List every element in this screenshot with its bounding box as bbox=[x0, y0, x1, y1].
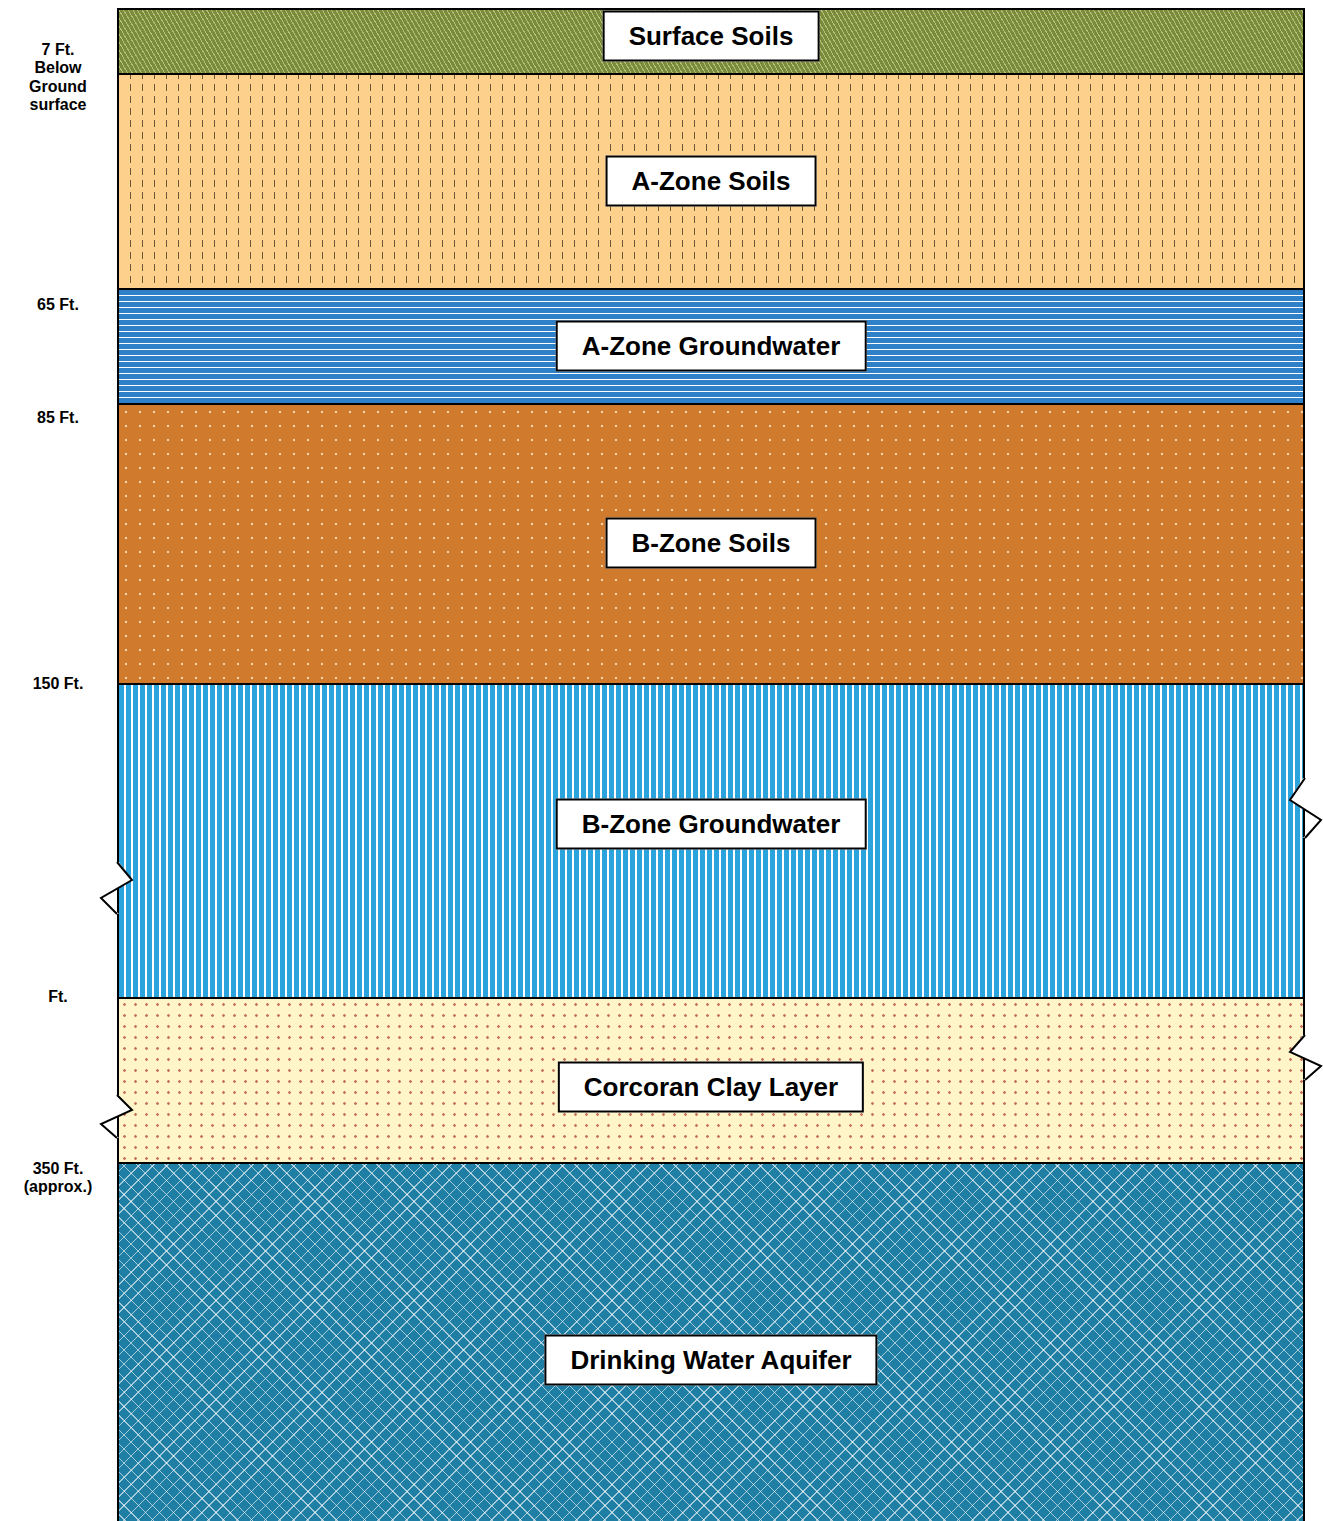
layer-label: Surface Soils bbox=[603, 11, 820, 62]
depth-label: 65 Ft. bbox=[0, 296, 116, 314]
a-zone-soils-band: A-Zone Soils bbox=[117, 73, 1305, 290]
surface-soils-band: Surface Soils bbox=[117, 8, 1305, 75]
a-zone-groundwater-band: A-Zone Groundwater bbox=[117, 288, 1305, 405]
layer-label: Corcoran Clay Layer bbox=[558, 1062, 864, 1113]
layer-label: A-Zone Soils bbox=[606, 156, 817, 207]
corcoran-clay-band: Corcoran Clay Layer bbox=[117, 997, 1305, 1164]
layer-label: A-Zone Groundwater bbox=[556, 321, 867, 372]
layer-label: Drinking Water Aquifer bbox=[544, 1335, 877, 1386]
layer-label: B-Zone Soils bbox=[606, 518, 817, 569]
b-zone-soils-band: B-Zone Soils bbox=[117, 403, 1305, 685]
b-zone-groundwater-band: B-Zone Groundwater bbox=[117, 683, 1305, 999]
depth-label: 350 Ft. (approx.) bbox=[14, 1160, 102, 1197]
layer-label: B-Zone Groundwater bbox=[556, 799, 867, 850]
depth-label: 85 Ft. bbox=[0, 409, 116, 427]
depth-label: 150 Ft. bbox=[0, 675, 116, 693]
depth-label: Ft. bbox=[0, 988, 116, 1006]
drinking-water-aquifer-band: Drinking Water Aquifer bbox=[117, 1162, 1305, 1521]
depth-label: 7 Ft. Below Ground surface bbox=[20, 41, 96, 115]
